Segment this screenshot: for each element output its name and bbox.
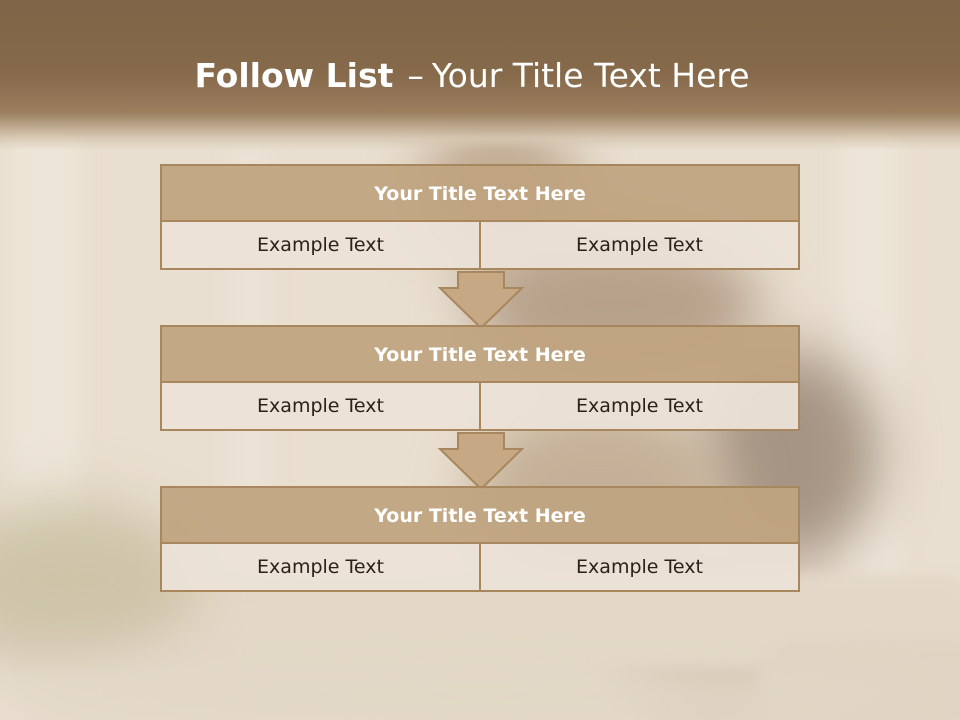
step-title: Your Title Text Here [162,488,798,544]
step-title: Your Title Text Here [162,327,798,383]
flow-step-3: Your Title Text Here Example Text Exampl… [160,486,800,592]
step-cell-right: Example Text [479,222,798,268]
step-cell-left: Example Text [162,222,479,268]
step-cell-right: Example Text [479,544,798,590]
flow-step-2: Your Title Text Here Example Text Exampl… [160,325,800,431]
step-cell-left: Example Text [162,544,479,590]
down-arrow-icon [438,271,524,330]
slide-title-rest: Your Title Text Here [431,56,750,95]
down-arrow-icon [438,432,524,491]
slide-title: Follow List–Your Title Text Here [0,56,944,96]
step-title: Your Title Text Here [162,166,798,222]
header-band [0,0,960,150]
step-cell-left: Example Text [162,383,479,429]
step-cell-right: Example Text [479,383,798,429]
slide-title-bold: Follow List [194,56,394,95]
slide-title-separator: – [407,56,424,95]
flow-step-1: Your Title Text Here Example Text Exampl… [160,164,800,270]
